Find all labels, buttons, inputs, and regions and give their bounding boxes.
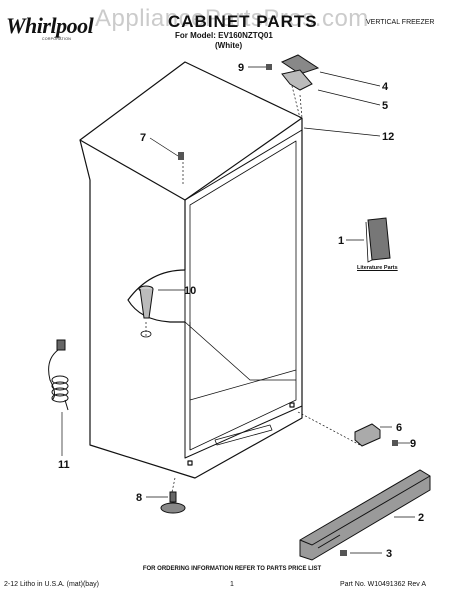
callout-10: 10 xyxy=(184,285,196,297)
callout-8: 8 xyxy=(136,492,142,504)
callout-3: 3 xyxy=(386,548,392,560)
cabinet-opening xyxy=(184,129,303,459)
callout-1: 1 xyxy=(338,235,344,247)
part-power-cord xyxy=(48,339,69,411)
part-hinge-cover xyxy=(280,54,320,75)
callout-9: 9 xyxy=(238,62,244,74)
whirlpool-logo: Whirlpool xyxy=(6,13,94,38)
page-title: CABINET PARTS xyxy=(168,12,318,31)
cabinet-shell xyxy=(79,61,303,479)
footer-litho: 2-12 Litho in U.S.A. (mat)(bay) xyxy=(4,581,99,588)
part-base-grille xyxy=(299,469,431,561)
product-category: VERTICAL FREEZER xyxy=(366,19,435,26)
footer-page-number: 1 xyxy=(230,581,234,588)
callout-9-lower: 9 xyxy=(410,438,416,450)
ordering-note: FOR ORDERING INFORMATION REFER TO PARTS … xyxy=(142,566,322,572)
part-leveling-leg xyxy=(160,491,186,514)
part-drain-tube xyxy=(138,285,154,338)
logo-subtitle: CORPORATION xyxy=(42,37,72,41)
part-screw-cabinet xyxy=(178,152,184,160)
model-color: (White) xyxy=(215,41,243,50)
callout-11: 11 xyxy=(58,459,70,471)
part-screw-bottom xyxy=(392,440,398,446)
part-screw-grille xyxy=(340,550,347,556)
callout-6: 6 xyxy=(396,422,402,434)
literature-parts-label: Literature Parts xyxy=(357,265,398,271)
part-screw-top xyxy=(266,64,272,70)
callout-2: 2 xyxy=(418,512,424,524)
part-top-hinge xyxy=(281,69,313,91)
model-number: For Model: EV160NZTQ01 xyxy=(175,31,273,40)
footer-part-number: Part No. W10491362 Rev A xyxy=(340,581,426,588)
callout-12: 12 xyxy=(382,131,394,143)
watermark: AppliancePartsPros.com xyxy=(95,5,369,32)
part-bottom-hinge xyxy=(354,423,381,447)
callout-4: 4 xyxy=(382,81,389,93)
part-literature xyxy=(367,217,391,261)
callout-5: 5 xyxy=(382,100,388,112)
callout-7: 7 xyxy=(140,132,146,144)
